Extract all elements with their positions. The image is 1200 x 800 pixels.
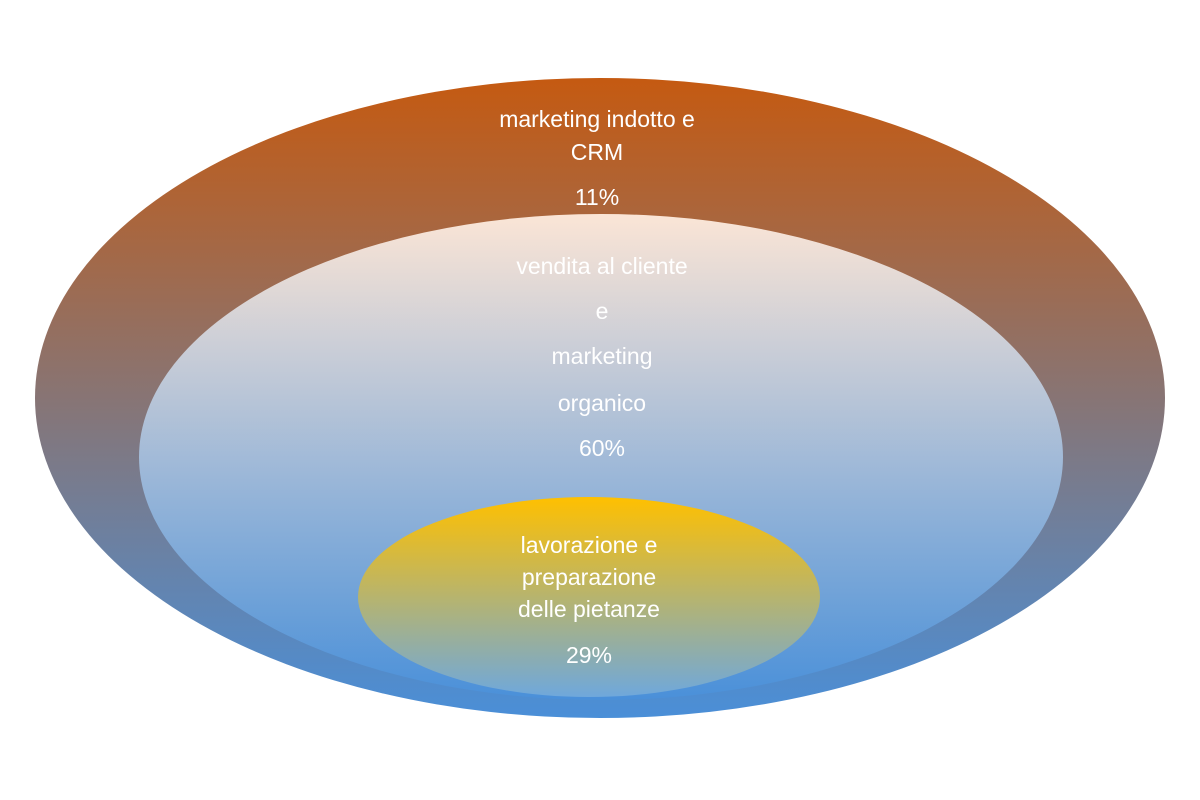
middle-label-line-3: marketing <box>552 343 653 369</box>
outer-label-line-2: CRM <box>571 139 623 165</box>
inner-percent: 29% <box>566 642 612 668</box>
middle-percent: 60% <box>579 435 625 461</box>
outer-label-line-1: marketing indotto e <box>499 106 695 132</box>
outer-percent: 11% <box>575 184 619 210</box>
inner-label-line-3: delle pietanze <box>518 596 660 622</box>
inner-label-line-2: preparazione <box>522 564 656 590</box>
middle-label-line-4: organico <box>558 390 646 416</box>
middle-label-line-2: e <box>596 298 609 324</box>
inner-ellipse <box>358 497 820 697</box>
middle-label-line-1: vendita al cliente <box>516 253 687 279</box>
inner-label-line-1: lavorazione e <box>521 532 658 558</box>
